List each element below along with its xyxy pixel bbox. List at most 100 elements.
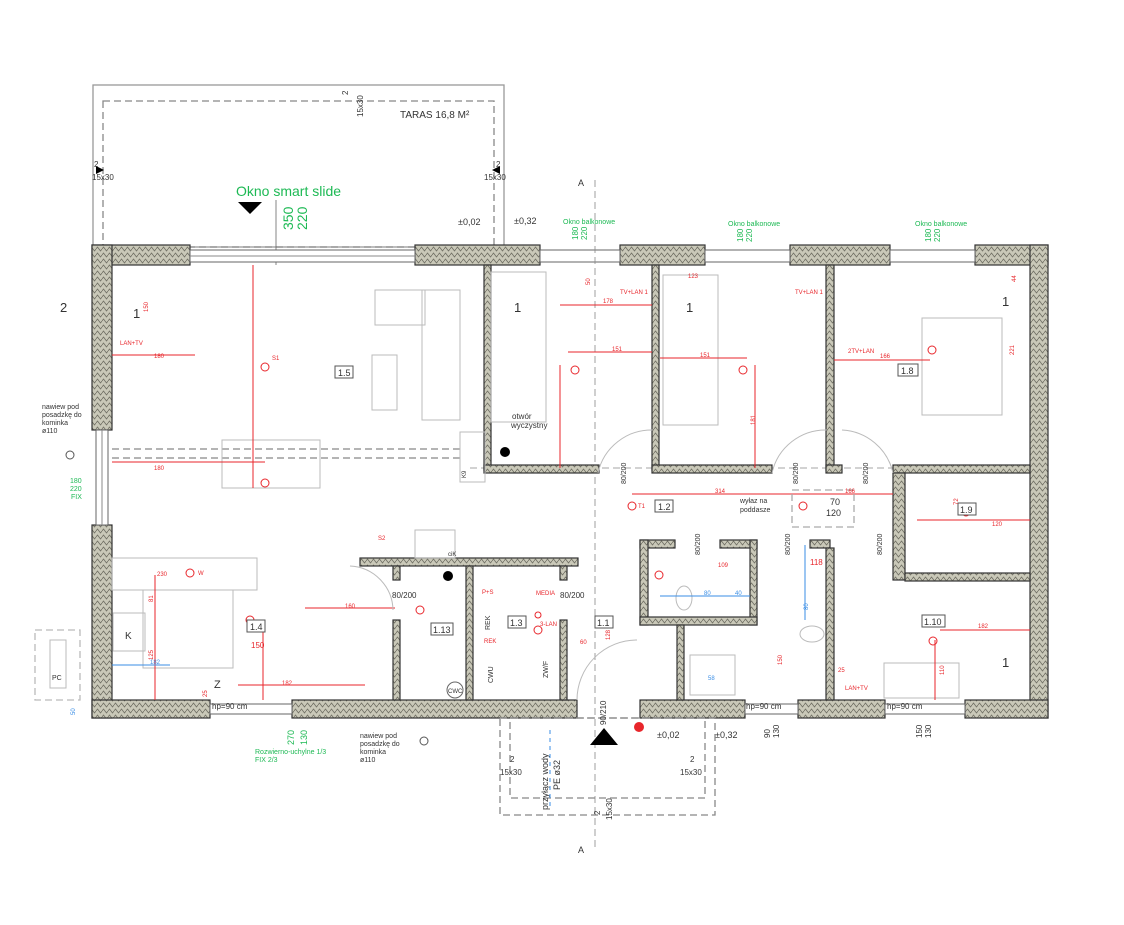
entrance-arrow-icon [588,725,618,745]
switch-label: 118 [810,558,823,567]
door-size: 80/200 [695,533,702,555]
dim: 166 [880,354,891,360]
dim: 50 [586,278,592,285]
water-heater-label: CWC [448,689,463,695]
wardrobe-mark: 1 [133,306,140,321]
outdoor-light-icon [634,722,644,732]
kitchen-window-width: 270 [286,730,296,745]
terrace-step-size-top: 15x30 [356,95,365,117]
dim: 72 [954,498,960,505]
switch-label: T1 [638,504,646,510]
switch-label: S1 [272,356,280,362]
sill-height: hp=90 cm [887,702,923,711]
air-inlet-note-bottom: ø110 [360,757,376,764]
dim: 182 [282,681,293,687]
switch-label: W [198,571,204,577]
balcony-window-label: Okno balkonowe [728,221,780,228]
ceiling-light-icon [738,365,748,375]
water-inlet-pipe: PE ø32 [552,760,562,790]
room-1-3: 1.3 [510,618,523,628]
tv-lan-outlet: 2TV+LAN [848,349,874,355]
dim: 123 [688,274,699,280]
dim: 166 [845,489,856,495]
section-marker-bottom: A [578,845,584,855]
switch-label: S2 [378,536,386,542]
door-size: 80/200 [392,591,417,600]
water-heater-icon [446,681,464,699]
dim: 60 [580,640,587,646]
ceiling-light-icon [415,605,425,615]
terrace-step-size-left: 15x30 [92,173,114,182]
ceiling-light-icon [927,345,937,355]
fireplace-label: PC [52,675,62,682]
tv-lan-outlet: TV+LAN 1 [620,290,649,296]
entrance-step-right: 2 [690,755,695,764]
dim: 58 [708,676,715,682]
recuperator-socket: REK [484,639,496,645]
entrance-step-left: 2 [510,755,515,764]
wardrobe-mark: 1 [1002,294,1009,309]
room-1-9: 1.9 [960,505,973,515]
lan-tv-outlet: LAN+TV [120,341,143,347]
door-size: 80/200 [793,462,800,484]
ceiling-lights [185,345,971,646]
ceiling-light-icon [627,501,637,511]
boiler-label: CWU [488,666,495,683]
dim: 230 [157,572,168,578]
window-specs: 180 220 FIX 270 130 Rozwierno-uchylne 1/… [70,478,933,764]
notes: nawiew pod posadzkę do kominka ø110 nawi… [42,404,855,764]
stove-label: K [125,631,132,642]
terrace-step-right: 2 [496,160,501,169]
door-size: 80/200 [863,462,870,484]
entrance-step-size-left: 15x30 [500,768,522,777]
balcony-window-width: 180 [736,228,745,242]
level-inside-bottom: ±0,32 [715,730,737,740]
wardrobe-mark: 1 [514,300,521,315]
section-marker-top: A [578,178,584,188]
balcony-window-labels: Okno balkonowe 180 220 Okno balkonowe 18… [563,219,967,242]
attic-hatch-length: 120 [826,508,841,518]
attic-hatch-note: wyłaz na [739,498,767,505]
furniture [34,271,1003,701]
left-window-height: 220 [70,486,82,493]
balcony-window-height: 220 [580,226,589,240]
dim: 25 [838,668,845,674]
ceiling-light-icon [570,365,580,375]
room-window-height: 130 [924,724,933,738]
room-1-5: 1.5 [338,368,351,378]
window-openings [95,180,1030,850]
dim: 151 [612,347,623,353]
level-outside-bottom: ±0,02 [657,730,679,740]
cleanout-note: wyczystny [510,421,547,430]
air-inlet-icon [65,450,75,460]
direction-arrow-icon [238,202,262,214]
ceiling-light-icon [533,625,543,635]
level-inside-top: ±0,32 [514,216,536,226]
air-inlet-note-bottom: kominka [360,749,386,756]
dim: 50 [71,708,77,715]
ceiling-light-icon [534,611,542,619]
terrace: TARAS 16,8 M² 2 15x30 2 15x30 2 15x30 [92,84,506,248]
kitchen-window-height: 130 [299,730,309,745]
entrance-door-size: 90/210 [599,700,608,725]
dim: 180 [154,466,165,472]
door-size: 80/200 [877,533,884,555]
dim: 80 [704,591,711,597]
chimney-flue-icon [443,571,453,581]
dim: 110 [940,665,946,675]
left-window-type: FIX [71,494,82,501]
dim: 120 [992,522,1003,528]
dim: 128 [606,629,612,640]
entrance-terrace: 2 15x30 2 15x30 2 15x30 przyłącz wody PE… [499,178,716,855]
fridge-label: Z [214,679,221,691]
room-window-width: 150 [915,724,924,738]
air-inlet-note-left: nawiew pod [42,404,79,411]
plumbing-dimension-labels: 182 80 40 58 80 50 [71,591,810,715]
room-1-13: 1.13 [433,625,451,635]
cleanout-note: otwór [512,412,532,421]
dim: 150 [144,301,150,312]
bath-window-height: 130 [772,724,781,738]
wardrobe-mark: 1 [1002,655,1009,670]
fixture-labels: K Z PC CWU REK CWC ZW/F ciK K9 1 1 1 1 1… [52,294,1009,699]
balcony-window-label: Okno balkonowe [915,221,967,228]
